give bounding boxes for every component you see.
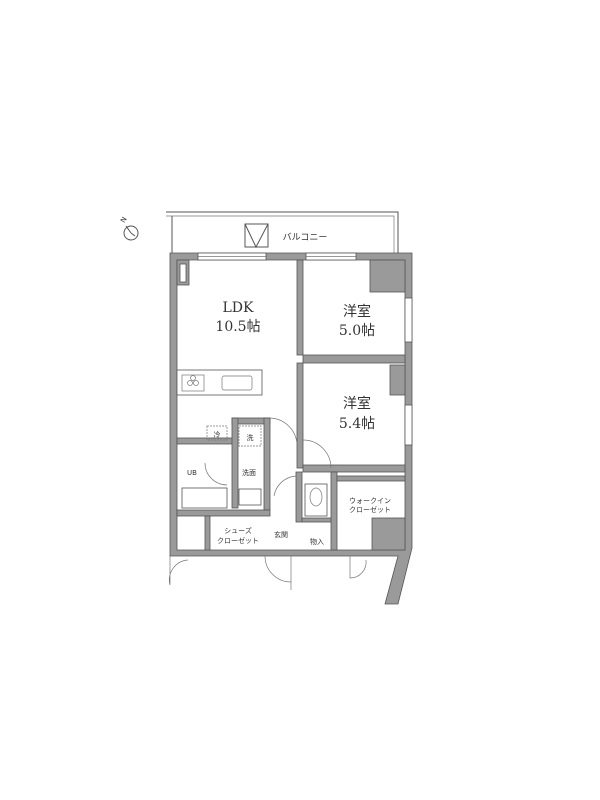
- bathtub: [181, 487, 228, 509]
- bedroom2-name: 洋室: [343, 395, 371, 412]
- shoe-closet-label-2: クローゼット: [217, 536, 259, 545]
- compass-icon: N: [119, 216, 139, 241]
- walk-in-closet-label-1: ウォークイン: [349, 497, 391, 505]
- entrance-label: 玄関: [274, 530, 288, 539]
- washroom-label: 洗面: [242, 468, 256, 477]
- washer-space: [238, 425, 262, 447]
- balcony: バルコニー: [166, 211, 399, 253]
- bedroom1-size: 5.0帖: [339, 323, 375, 339]
- windows: [197, 252, 413, 446]
- balcony-label: バルコニー: [283, 232, 328, 243]
- washer-label: 洗: [247, 433, 254, 442]
- storage-label: 物入: [310, 537, 324, 546]
- toilet-icon: [304, 483, 328, 517]
- door-swings: [169, 417, 367, 590]
- sink-icon: [221, 375, 253, 391]
- fridge-space: [206, 425, 228, 441]
- walk-in-closet-label-2: クローゼット: [349, 505, 391, 514]
- bath-label: UB: [187, 469, 197, 477]
- ldk-size: 10.5帖: [215, 319, 260, 335]
- shoe-closet-label-1: シューズ: [224, 526, 252, 535]
- stove-icon: [181, 374, 205, 392]
- fridge-label: 冷: [214, 430, 221, 439]
- outer-walls: [169, 252, 413, 605]
- kitchen-counter: [176, 369, 263, 396]
- bedroom1-name: 洋室: [343, 303, 371, 320]
- drain-icon: [244, 223, 269, 248]
- bedroom2-size: 5.4帖: [339, 416, 375, 432]
- vanity: [238, 488, 262, 506]
- ldk-name: LDK: [223, 300, 255, 316]
- partitions: [176, 259, 406, 551]
- compass-north-label: N: [119, 216, 129, 225]
- bath-door-swing: [204, 462, 228, 486]
